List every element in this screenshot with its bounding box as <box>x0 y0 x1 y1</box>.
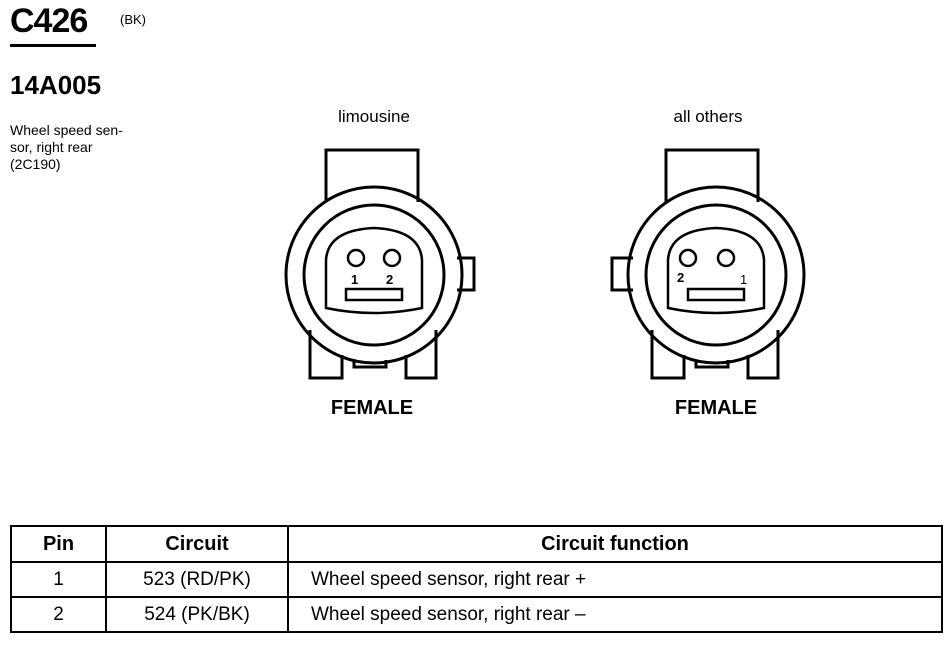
gender-label-limousine: FEMALE <box>330 397 414 419</box>
side-latch <box>610 256 633 292</box>
gender-label-all-others: FEMALE <box>674 397 758 419</box>
keyway <box>686 287 746 302</box>
inner-shell <box>302 203 446 347</box>
left-leg <box>650 330 686 380</box>
outer-shell <box>284 185 464 365</box>
pin-label: 2 <box>677 270 684 285</box>
pin-label: 1 <box>351 272 358 287</box>
right-leg <box>404 330 438 380</box>
view-label-all-others: all others <box>673 107 743 126</box>
outer-shell <box>626 185 806 365</box>
circuit-cell: 524 (PK/BK) <box>105 596 289 633</box>
bottom-key <box>352 360 388 369</box>
connector-face-all-others: 2 1 <box>610 148 806 380</box>
pin-cell: 2 <box>10 596 107 633</box>
pin-table: Pin Circuit Circuit function 1 523 (RD/P… <box>10 525 943 633</box>
component-description: Wheel speed sen- sor, right rear (2C190) <box>10 122 170 173</box>
table-header-row: Pin Circuit Circuit function <box>10 525 943 563</box>
inner-shell <box>644 203 788 347</box>
bottom-key <box>694 360 730 369</box>
function-cell: Wheel speed sensor, right rear – <box>287 596 943 633</box>
column-header-circuit-function: Circuit function <box>287 525 943 563</box>
pin-label: 1 <box>740 272 747 287</box>
table-row: 1 523 (RD/PK) Wheel speed sensor, right … <box>10 561 943 598</box>
description-line: (2C190) <box>10 156 61 172</box>
connector-color-code: (BK) <box>120 12 146 27</box>
pin-cell: 1 <box>10 561 107 598</box>
description-line: Wheel speed sen- <box>10 122 123 138</box>
left-leg <box>308 330 344 380</box>
column-header-circuit: Circuit <box>105 525 289 563</box>
top-tab <box>664 148 760 202</box>
top-tab <box>324 148 420 202</box>
connector-id: C426 <box>10 2 88 40</box>
pin-cavity <box>716 248 736 268</box>
pin-label: 2 <box>386 272 393 287</box>
right-leg <box>746 330 780 380</box>
side-latch <box>457 256 476 292</box>
pin-cavity <box>346 248 366 268</box>
table-row: 2 524 (PK/BK) Wheel speed sensor, right … <box>10 596 943 633</box>
connector-face-limousine: 1 2 <box>284 148 476 380</box>
connector-id-underline <box>10 44 96 47</box>
keyway <box>344 287 404 302</box>
column-header-pin: Pin <box>10 525 107 563</box>
pin-cavity <box>678 248 698 268</box>
part-number: 14A005 <box>10 70 102 100</box>
view-label-limousine: limousine <box>338 107 410 126</box>
circuit-cell: 523 (RD/PK) <box>105 561 289 598</box>
pin-cavity <box>382 248 402 268</box>
function-cell: Wheel speed sensor, right rear + <box>287 561 943 598</box>
description-line: sor, right rear <box>10 139 93 155</box>
